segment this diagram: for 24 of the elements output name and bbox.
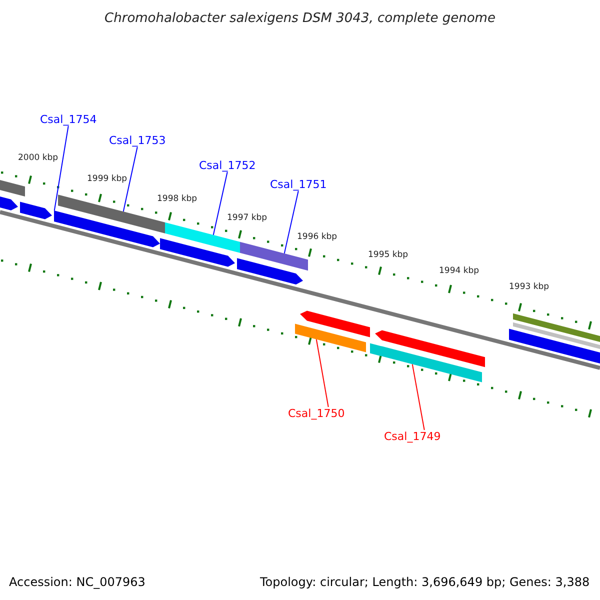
scale-label: 1994 kbp [439,267,480,276]
gene-label: Csal_1749 [384,431,441,442]
leader-line [284,190,299,254]
footer-text: Accession: NC_007963 [9,576,146,588]
gene-bar [370,343,482,382]
gene-label: Csal_1750 [288,408,345,419]
gene-bar [295,324,366,352]
gene-arrow [20,202,52,220]
gene-label: Csal_1752 [199,160,256,171]
scale-label: 1993 kbp [509,283,550,292]
footer-text: Topology: circular; Length: 3,696,649 bp; Genes: 3,388 [260,576,590,588]
scale-label: 1995 kbp [368,251,408,260]
title: Chromohalobacter salexigens DSM 3043, complete genome [104,12,496,25]
scale-label: 1998 kbp [157,195,198,204]
leader-line [54,126,69,212]
leader-line [122,146,138,212]
gene-bar [165,222,240,253]
leader-line [412,364,425,430]
leader-line [316,338,329,408]
gene-label: Csal_1754 [40,114,97,125]
gene-label: Csal_1753 [109,135,166,146]
gene-label: Csal_1751 [270,179,327,190]
gene-bar [240,242,308,271]
scale-label: 2000 kbp [18,154,58,162]
